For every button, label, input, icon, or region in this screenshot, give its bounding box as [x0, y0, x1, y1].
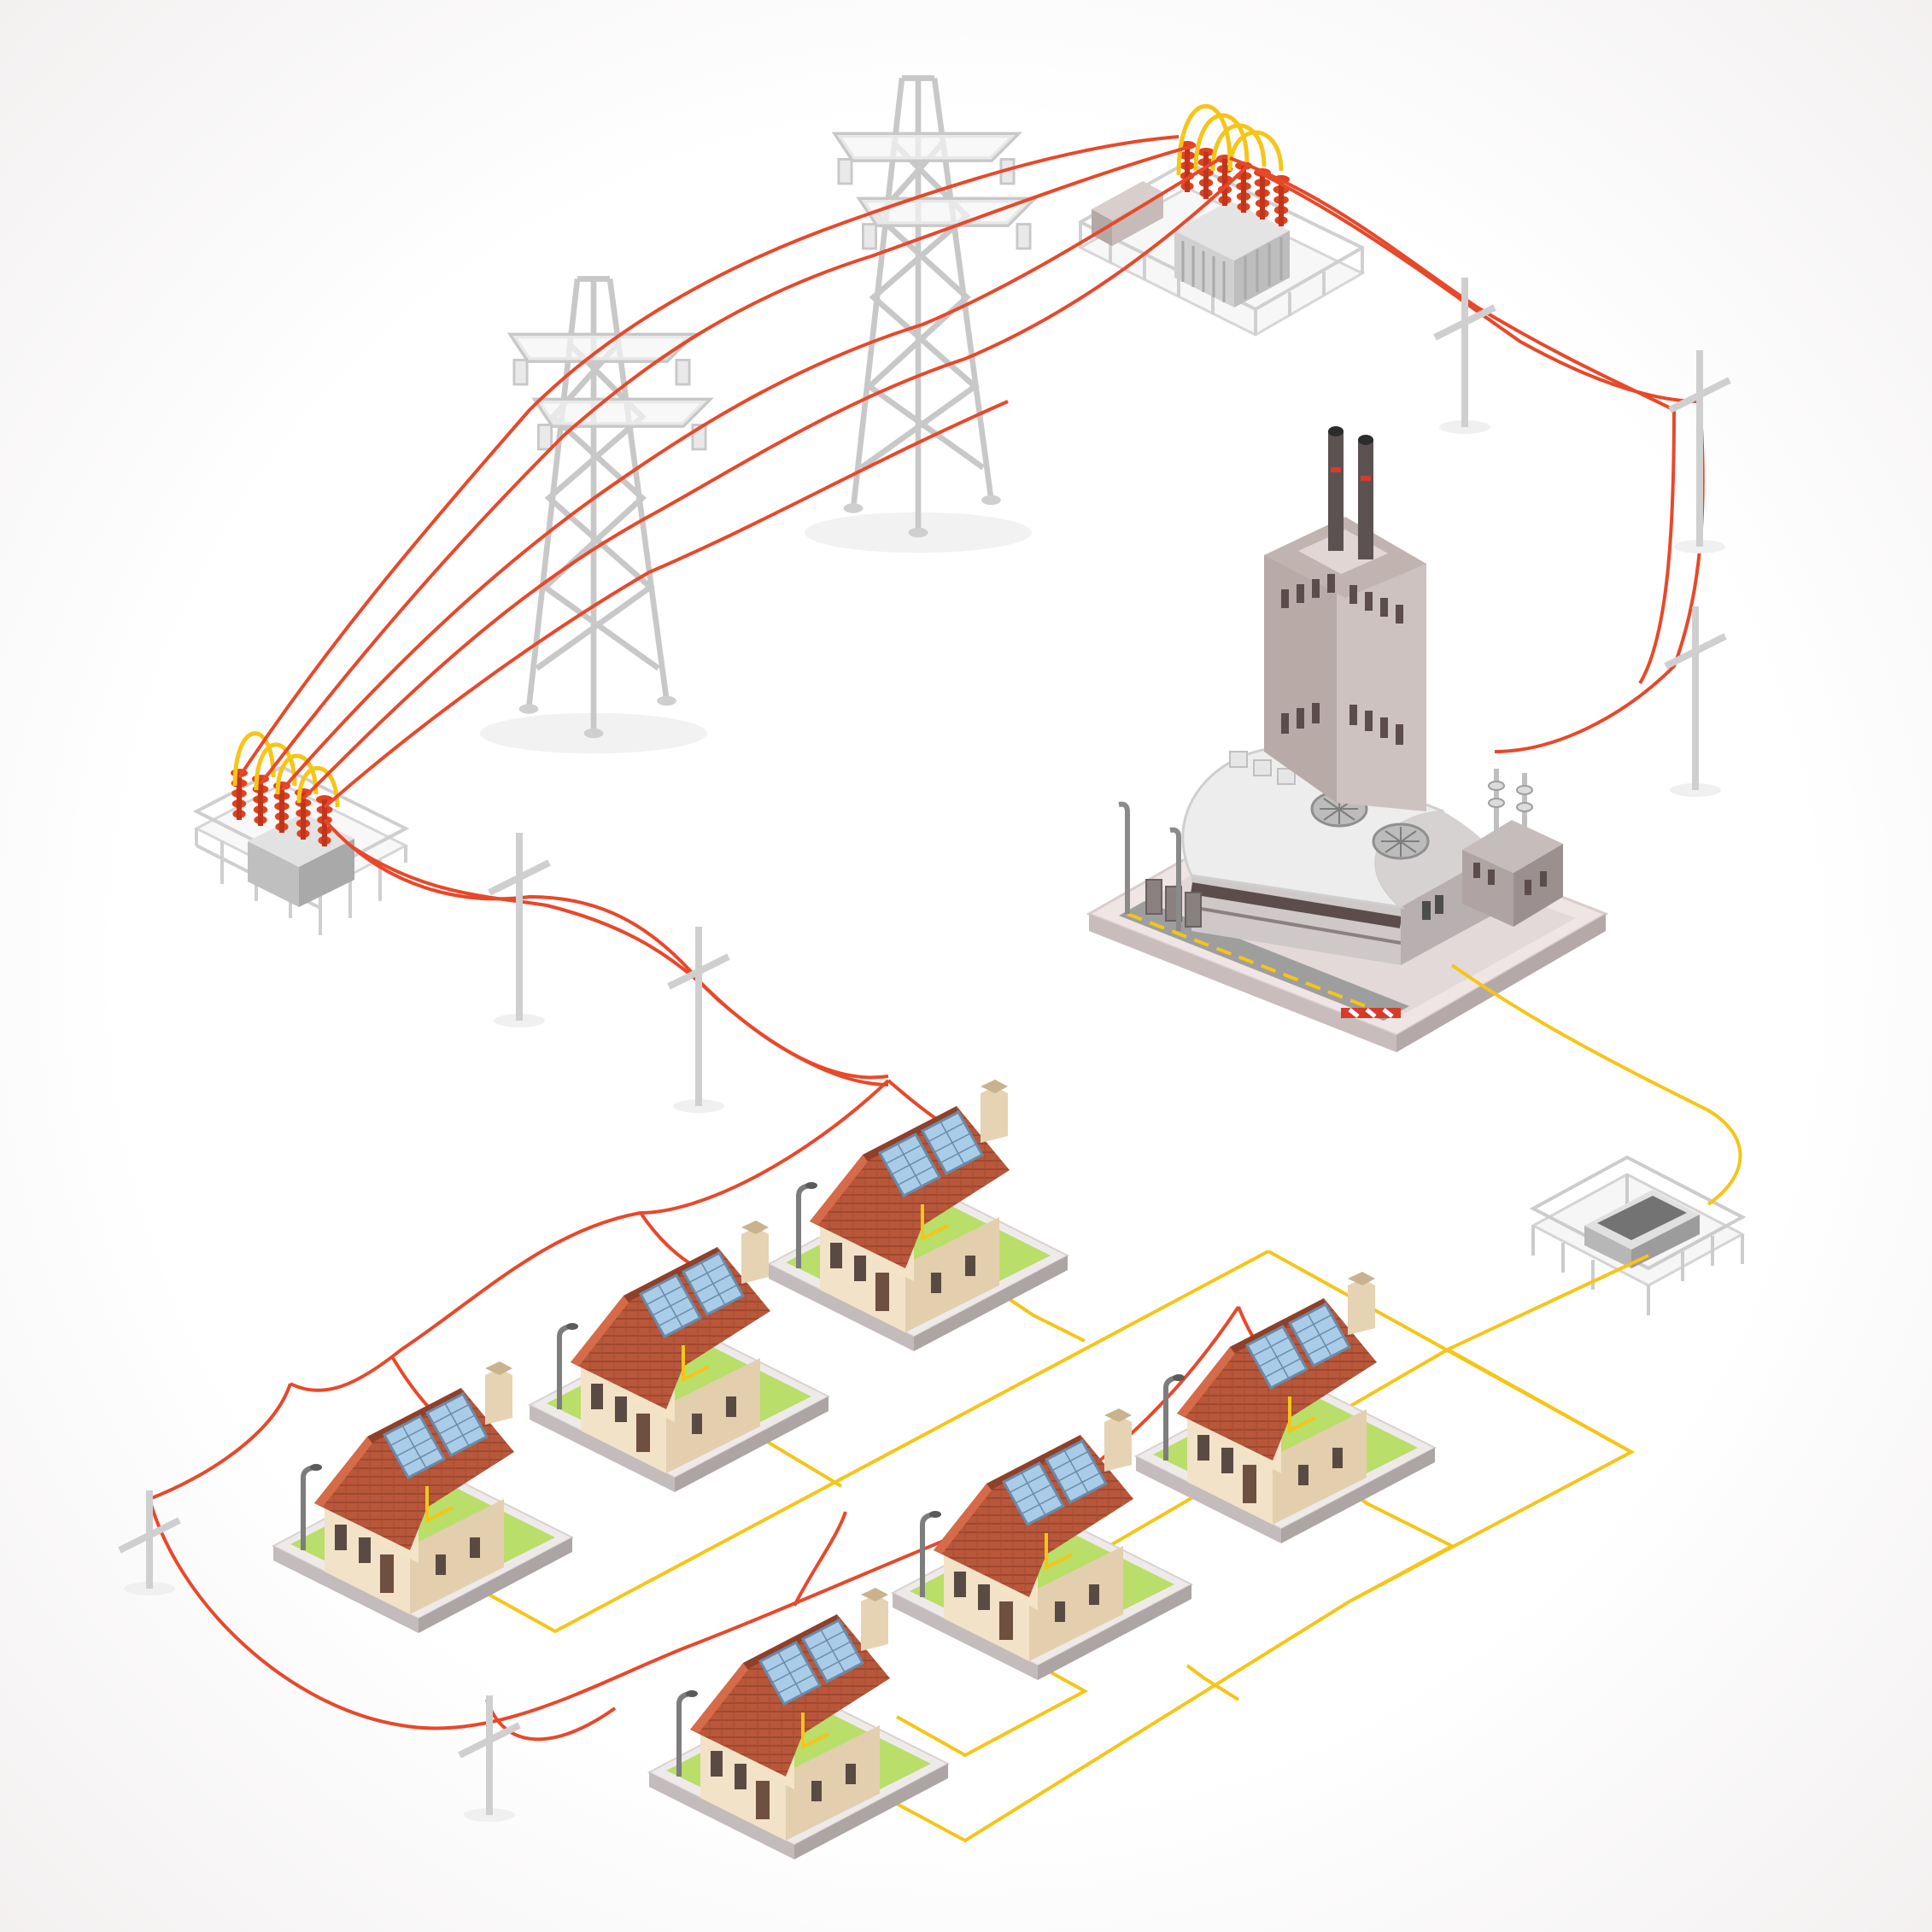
solar-house-5 — [890, 1408, 1194, 1680]
solar-house-4 — [1133, 1272, 1437, 1543]
distribution-pole-5 — [667, 927, 730, 1113]
transmission-tower-2 — [480, 276, 715, 754]
solar-panel — [1287, 1302, 1352, 1368]
solar-house-2 — [527, 1221, 831, 1492]
solar-panel — [382, 1414, 447, 1480]
solar-house-1 — [766, 1080, 1070, 1351]
insulator — [1179, 141, 1196, 192]
solar-panel — [758, 1640, 823, 1707]
substation-top — [1077, 103, 1366, 337]
solar-panel — [424, 1391, 489, 1458]
solar-house-3 — [271, 1361, 575, 1633]
power-plant — [1086, 426, 1609, 1052]
solar-panel — [877, 1132, 942, 1198]
solar-house-6 — [647, 1588, 951, 1859]
insulator — [1254, 168, 1271, 220]
insulator — [1235, 161, 1252, 213]
solar-panel — [681, 1250, 746, 1317]
transformer-box — [1529, 1155, 1747, 1315]
distribution-pole-1 — [1433, 278, 1496, 434]
solar-panel — [638, 1273, 703, 1339]
solar-panel — [1001, 1461, 1066, 1527]
distribution-pole-3 — [1664, 606, 1727, 797]
solar-panel — [1044, 1438, 1109, 1505]
transmission-tower-1 — [805, 75, 1039, 553]
distribution-pole-4 — [488, 833, 551, 1027]
distribution-pole-6 — [118, 1490, 181, 1595]
distribution-pole-2 — [1668, 350, 1731, 553]
distribution-pole-7 — [458, 1695, 521, 1822]
solar-panel — [800, 1618, 865, 1684]
solar-panel — [920, 1109, 985, 1176]
solar-panel — [1244, 1324, 1309, 1390]
